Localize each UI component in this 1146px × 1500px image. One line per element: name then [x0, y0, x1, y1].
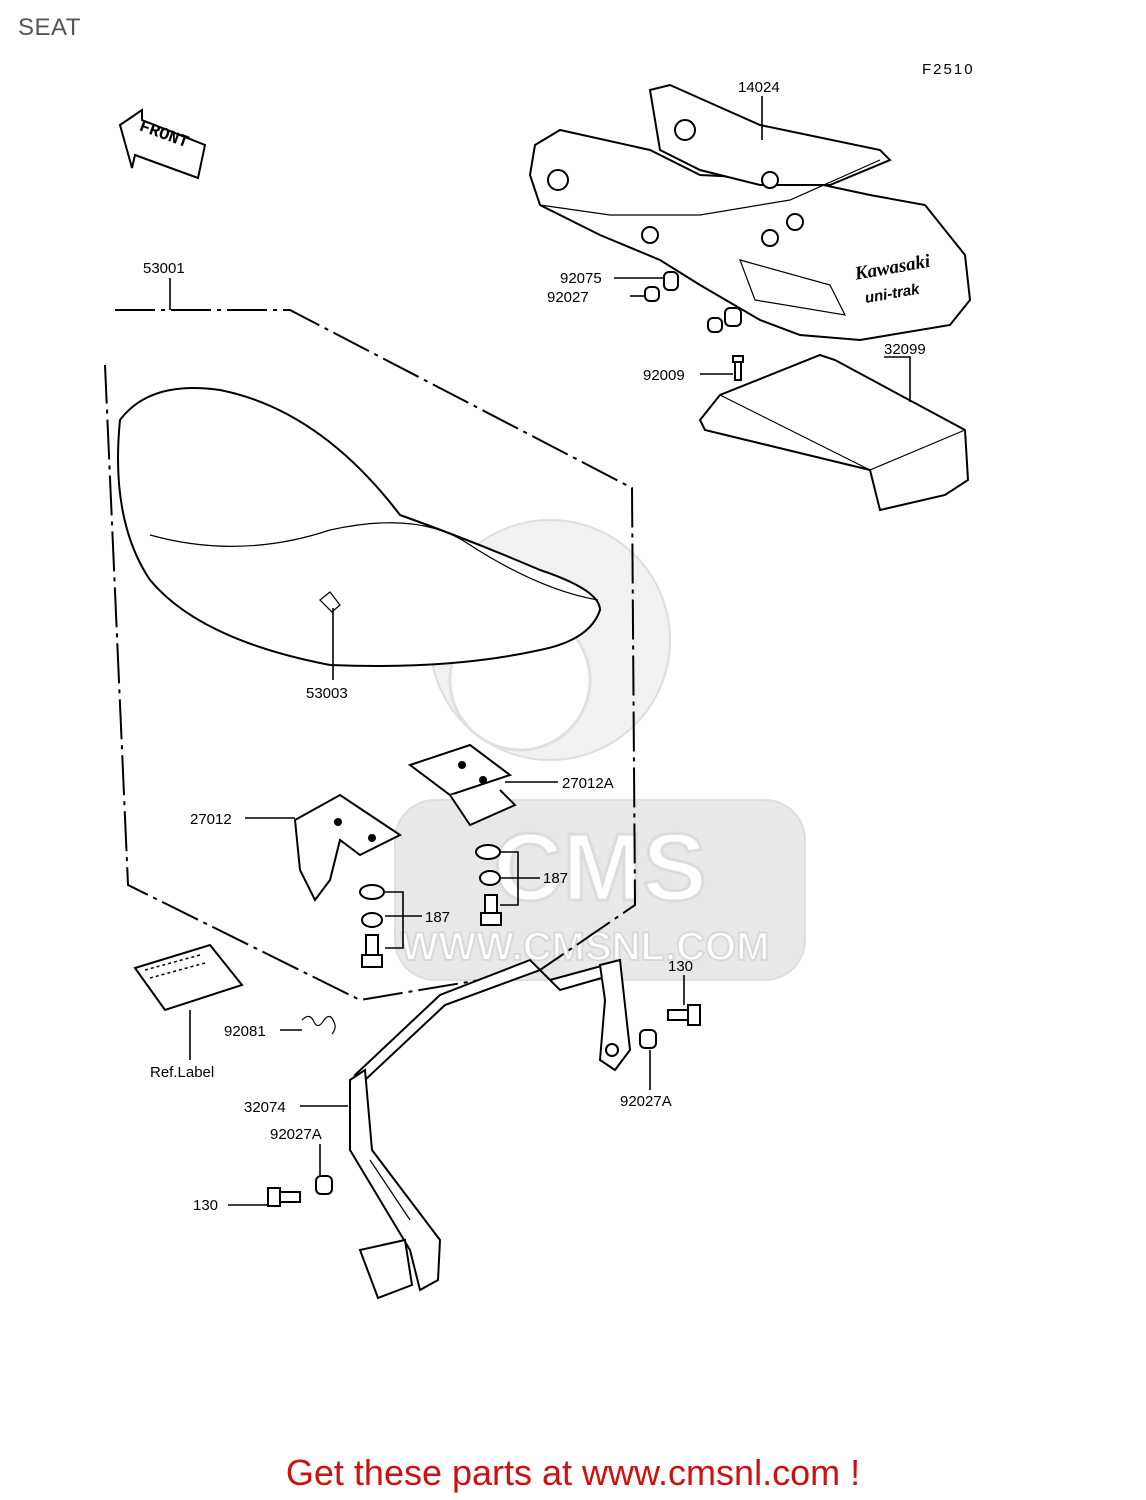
watermark-url: WWW.CMSNL.COM — [401, 925, 770, 969]
washers-bolts-187[interactable] — [359, 844, 502, 968]
callout-53003: 53003 — [306, 685, 348, 702]
callout-92027A-left: 92027A — [270, 1126, 322, 1143]
callout-187-right: 187 — [543, 870, 568, 887]
callout-92075: 92075 — [560, 270, 602, 287]
callout-130-right: 130 — [668, 958, 693, 975]
bushings-top[interactable] — [644, 271, 744, 381]
seat-lock-bracket[interactable] — [349, 958, 632, 1300]
front-arrow-icon: FRONT — [118, 108, 207, 180]
callout-92009: 92009 — [643, 367, 685, 384]
callout-92027: 92027 — [547, 289, 589, 306]
callout-32099: 32099 — [884, 341, 926, 358]
callout-32074: 32074 — [244, 1099, 286, 1116]
cms-watermark: CMS WWW.CMSNL.COM — [394, 519, 806, 981]
leader-lines — [169, 96, 911, 1206]
callout-92027A-right: 92027A — [620, 1093, 672, 1110]
figure-code: F2510 — [922, 61, 975, 78]
seat-assembly[interactable] — [104, 309, 637, 1002]
callout-14024: 14024 — [738, 79, 780, 96]
callout-53001: 53001 — [143, 260, 185, 277]
seat-brackets[interactable] — [293, 743, 517, 902]
page-title: SEAT — [18, 14, 81, 41]
callout-92081: 92081 — [224, 1023, 266, 1040]
footer-link-container: Get these parts at www.cmsnl.com ! — [0, 1452, 1146, 1494]
tail-cover[interactable]: Kawasaki uni-trak — [528, 83, 972, 342]
callout-130-left: 130 — [193, 1197, 218, 1214]
callout-27012: 27012 — [190, 811, 232, 828]
callout-27012A: 27012A — [562, 775, 614, 792]
watermark-brand: CMS — [493, 814, 706, 921]
bolts-130-bushings[interactable] — [267, 1004, 701, 1207]
spring-92081[interactable] — [301, 1015, 336, 1035]
parts-diagram: CMS WWW.CMSNL.COM F2510 FRONT Kawasaki u… — [104, 61, 975, 1300]
callout-ref-label: Ref.Label — [150, 1064, 214, 1081]
seat-cowl-pad[interactable] — [698, 353, 970, 512]
reference-label-sheet — [133, 943, 244, 1012]
callout-187-left: 187 — [425, 909, 450, 926]
cmsnl-footer-link[interactable]: Get these parts at www.cmsnl.com ! — [285, 1452, 861, 1493]
